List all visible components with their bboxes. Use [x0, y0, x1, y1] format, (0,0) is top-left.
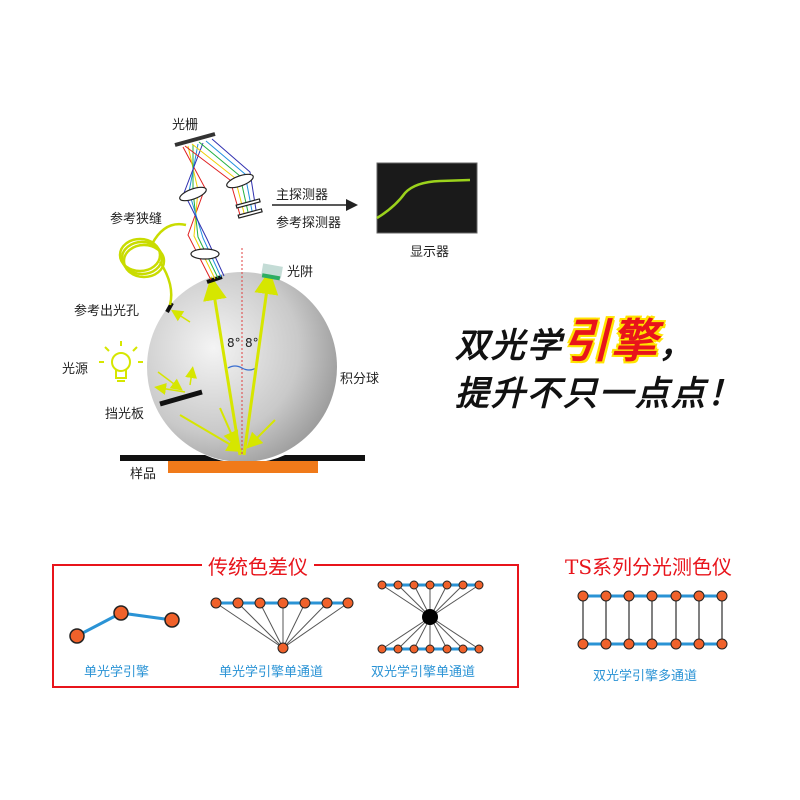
traditional-title: 传统色差仪	[202, 551, 314, 580]
single-engine-single-channel-graphic	[210, 597, 354, 654]
spectral-beams	[182, 138, 257, 281]
display-graphic	[376, 162, 478, 234]
light-trap-graphic	[261, 263, 283, 281]
sample-graphic	[168, 461, 318, 473]
dual-engine-single-channel-graphic	[377, 580, 484, 654]
angle-right-label: 8°	[245, 336, 259, 350]
lenses	[179, 173, 263, 260]
reference-slit-label: 参考狭缝	[110, 212, 163, 227]
single-engine-graphic	[69, 605, 180, 644]
fiber-coil-graphic	[118, 222, 187, 306]
slogan-line-1: 双光学引擎，	[455, 305, 695, 371]
light-trap-label: 光阱	[287, 265, 314, 280]
caption-single-engine: 单光学引擎	[84, 665, 150, 680]
baffle-graphic	[159, 389, 203, 407]
slogan-line-2: 提升不只一点点！	[455, 374, 743, 414]
integrating-sphere-label: 积分球	[340, 372, 380, 387]
light-bulb-icon	[99, 341, 143, 382]
caption-single-engine-single-channel: 单光学引擎单通道	[219, 665, 324, 680]
reference-exit-port-label: 参考出光孔	[74, 304, 140, 319]
caption-dual-engine-single-channel: 双光学引擎单通道	[371, 665, 476, 680]
caption-dual-engine-multi-channel: 双光学引擎多通道	[593, 669, 698, 684]
sample-label: 样品	[130, 467, 157, 482]
grating-label: 光栅	[172, 118, 199, 133]
integrating-sphere-graphic	[147, 272, 337, 462]
grating-graphic	[174, 132, 216, 147]
baffle-label: 挡光板	[105, 407, 145, 422]
slogan-highlight: 引擎	[563, 314, 659, 368]
base-plate	[120, 455, 365, 462]
display-label: 显示器	[410, 245, 450, 260]
main-detector-label: 主探测器	[276, 188, 329, 203]
slogan-prefix: 双光学	[455, 326, 563, 366]
reference-detector-label: 参考探测器	[276, 216, 342, 231]
angle-left-label: 8°	[227, 336, 241, 350]
dual-engine-multi-channel-graphic	[577, 590, 728, 650]
slogan-suffix: ，	[659, 326, 695, 366]
ts-series-title: TS系列分光测色仪	[559, 551, 739, 580]
light-source-label: 光源	[62, 362, 89, 377]
